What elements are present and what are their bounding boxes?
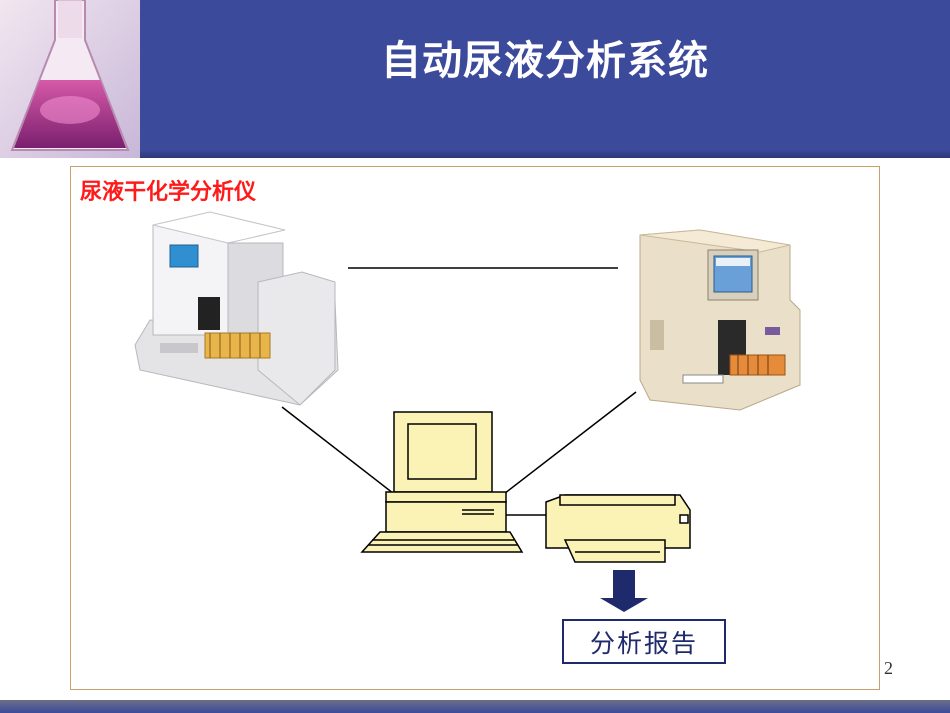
connector-line-left	[281, 406, 399, 498]
footer-bar	[0, 700, 950, 713]
flask-photo-icon	[0, 0, 140, 158]
printer-icon	[545, 494, 691, 563]
slide-title: 自动尿液分析系统	[381, 38, 709, 84]
subtitle: 尿液干化学分析仪	[80, 180, 257, 205]
urine-analyzer-photo-icon	[134, 211, 339, 406]
urine-sediment-analyzer-photo-icon	[639, 229, 801, 411]
computer-icon	[360, 411, 524, 553]
page-number: 2	[884, 658, 893, 678]
connector-line-right	[499, 391, 637, 498]
down-arrow-icon	[600, 570, 648, 612]
header-strip	[0, 150, 950, 158]
analysis-report-label: 分析报告	[562, 619, 726, 664]
header-bar	[0, 0, 950, 158]
